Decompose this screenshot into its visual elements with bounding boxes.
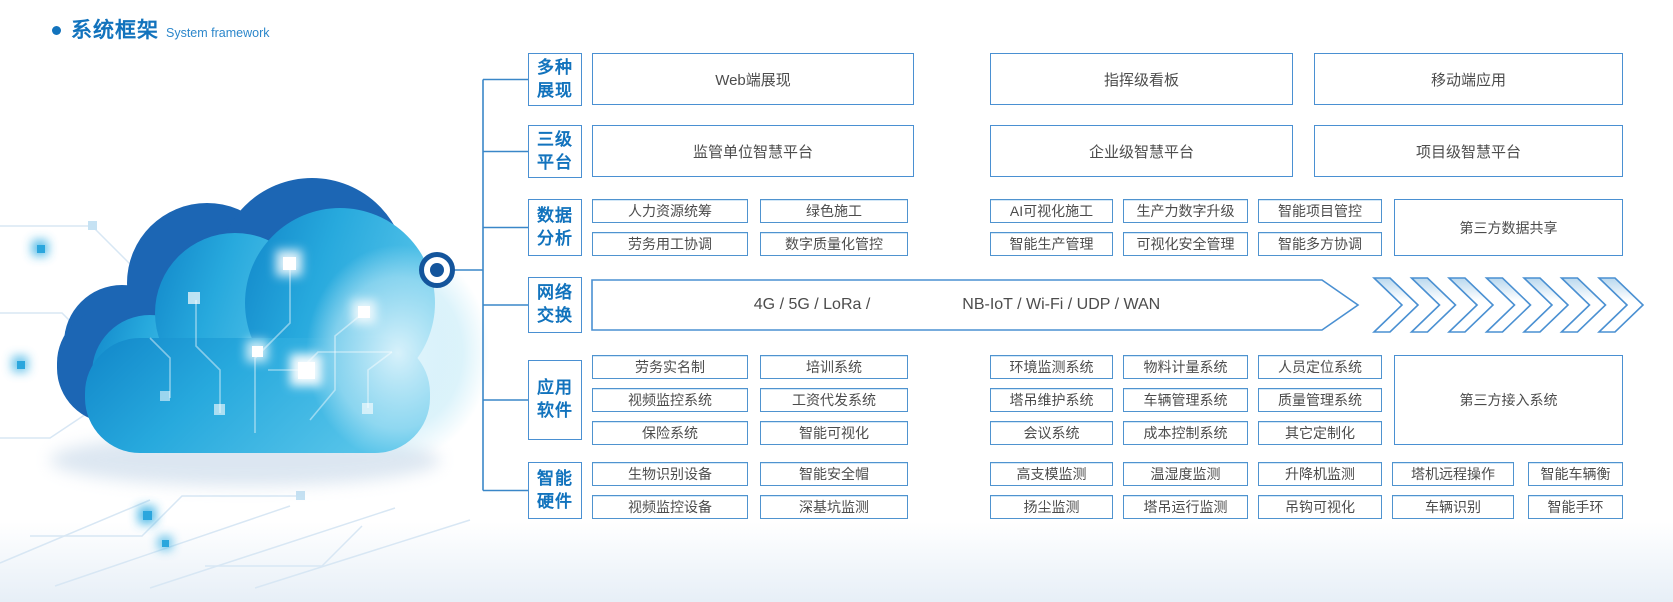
section-label-hardware: 智能硬件 [528,462,582,519]
diagram-box: 智能项目管控 [1258,199,1382,223]
section-label-display: 多种展现 [528,53,582,106]
diagram-box: 劳务用工协调 [592,232,748,256]
page-title-en: System framework [166,26,270,40]
diagram-box: 数字质量化管控 [760,232,908,256]
diagram-box: 指挥级看板 [990,53,1293,105]
diagram-box: 扬尘监测 [990,495,1113,519]
diagram-box: 保险系统 [592,421,748,445]
diagram-box: 生物识别设备 [592,462,748,486]
diagram-box: 物料计量系统 [1123,355,1248,379]
section-label-applications: 应用软件 [528,360,582,440]
diagram-box: 项目级智慧平台 [1314,125,1623,177]
section-label-platforms: 三级平台 [528,125,582,178]
floor-gradient [0,522,1673,602]
network-protocols: 4G / 5G / LoRa / NB-IoT / Wi-Fi / UDP / W… [592,280,1322,330]
diagram-box: 可视化安全管理 [1123,232,1248,256]
diagram-box: 智能可视化 [760,421,908,445]
diagram-box: 高支模监测 [990,462,1113,486]
network-protocols-right: NB-IoT / Wi-Fi / UDP / WAN [962,296,1161,313]
diagram-box: 监管单位智慧平台 [592,125,914,177]
diagram-box: 智能多方协调 [1258,232,1382,256]
diagram-box: 企业级智慧平台 [990,125,1293,177]
diagram-box: 移动端应用 [1314,53,1623,105]
diagram-box: 人力资源统筹 [592,199,748,223]
diagram-box: 温湿度监测 [1123,462,1248,486]
diagram-box: 车辆管理系统 [1123,388,1248,412]
network-protocols-left: 4G / 5G / LoRa / [753,296,871,313]
diagram-box: 质量管理系统 [1258,388,1382,412]
diagram-box: 其它定制化 [1258,421,1382,445]
circuit-traces-cloud [149,263,393,433]
page-header: 系统框架 System framework [52,14,270,44]
diagram-box: 第三方数据共享 [1394,199,1623,256]
section-label-data-analysis: 数据分析 [528,199,582,256]
cloud-glow-nodes [160,250,376,415]
bullet-icon [52,25,61,35]
diagram-box: 劳务实名制 [592,355,748,379]
diagram-box: 智能生产管理 [990,232,1113,256]
diagram-box: 绿色施工 [760,199,908,223]
diagram-box: 工资代发系统 [760,388,908,412]
circuit-traces-background [0,225,471,589]
diagram-box: 塔吊运行监测 [1123,495,1248,519]
glow-squares [12,240,172,550]
diagram-box: 智能车辆衡 [1528,462,1623,486]
diagram-box: 第三方接入系统 [1394,355,1623,445]
page-title: 系统框架 [71,19,159,42]
diagram-box: 塔吊维护系统 [990,388,1113,412]
diagram-box: 升降机监测 [1258,462,1382,486]
diagram-box: 成本控制系统 [1123,421,1248,445]
diagram-box: 视频监控系统 [592,388,748,412]
diagram-box: 吊钩可视化 [1258,495,1382,519]
diagram-box: 会议系统 [990,421,1113,445]
diagram-box: 培训系统 [760,355,908,379]
diagram-box: 塔机远程操作 [1392,462,1514,486]
diagram-box: 人员定位系统 [1258,355,1382,379]
cloud-highlight [306,245,490,461]
diagram-box: 车辆识别 [1392,495,1514,519]
diagram-box: 生产力数字升级 [1123,199,1248,223]
diagram-box: 智能安全帽 [760,462,908,486]
diagram-box: 智能手环 [1528,495,1623,519]
diagram-box: 深基坑监测 [760,495,908,519]
section-label-network: 网络交换 [528,277,582,333]
cloud-illustration [0,178,490,589]
diagram-box: AI可视化施工 [990,199,1113,223]
diagram-box: Web端展现 [592,53,914,105]
diagram-box: 环境监测系统 [990,355,1113,379]
diagram-box: 视频监控设备 [592,495,748,519]
